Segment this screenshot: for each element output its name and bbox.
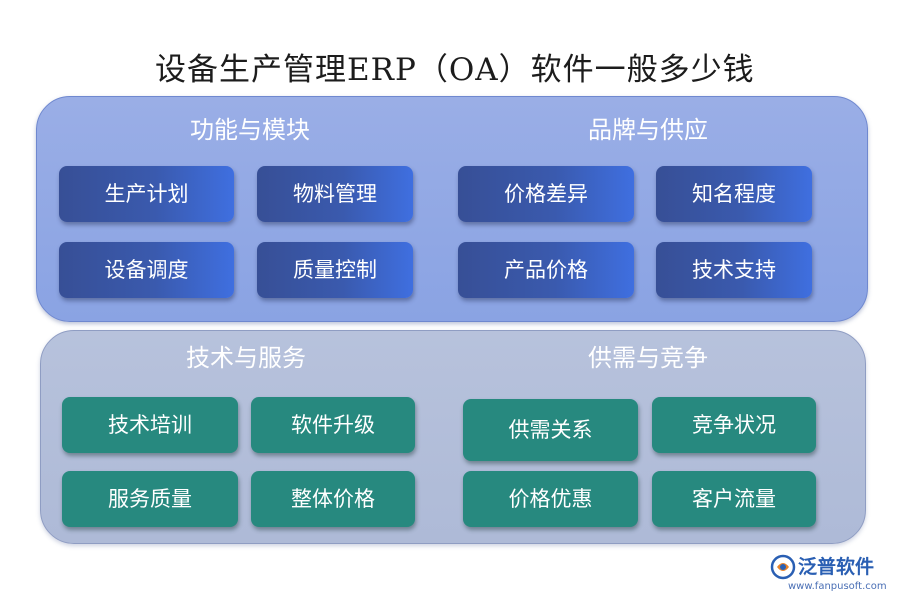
service-overall-price[interactable]: 整体价格 — [251, 471, 415, 527]
brand-popularity[interactable]: 知名程度 — [656, 166, 812, 222]
brand-tech-support[interactable]: 技术支持 — [656, 242, 812, 298]
group-title-supply-demand: 供需与竞争 — [588, 344, 708, 372]
market-competition[interactable]: 竞争状况 — [652, 397, 816, 453]
fanpu-logo-icon — [770, 554, 796, 580]
module-equipment-scheduling[interactable]: 设备调度 — [59, 242, 234, 298]
brand-price-difference[interactable]: 价格差异 — [458, 166, 634, 222]
market-supply-demand[interactable]: 供需关系 — [463, 399, 638, 461]
module-material-management[interactable]: 物料管理 — [257, 166, 413, 222]
group-title-brand: 品牌与供应 — [588, 116, 708, 144]
page-title: 设备生产管理ERP（OA）软件一般多少钱 — [155, 52, 755, 88]
group-title-functions: 功能与模块 — [190, 116, 310, 144]
module-quality-control[interactable]: 质量控制 — [257, 242, 413, 298]
market-price-discount[interactable]: 价格优惠 — [463, 471, 638, 527]
logo-url: www.fanpusoft.com — [788, 581, 887, 592]
service-quality[interactable]: 服务质量 — [62, 471, 238, 527]
service-tech-training[interactable]: 技术培训 — [62, 397, 238, 453]
service-software-upgrade[interactable]: 软件升级 — [251, 397, 415, 453]
group-title-tech-service: 技术与服务 — [186, 344, 306, 372]
market-customer-traffic[interactable]: 客户流量 — [652, 471, 816, 527]
brand-logo: 泛普软件 www.fanpusoft.com — [770, 552, 894, 596]
brand-product-price[interactable]: 产品价格 — [458, 242, 634, 298]
logo-name: 泛普软件 — [798, 556, 875, 578]
module-production-plan[interactable]: 生产计划 — [59, 166, 234, 222]
